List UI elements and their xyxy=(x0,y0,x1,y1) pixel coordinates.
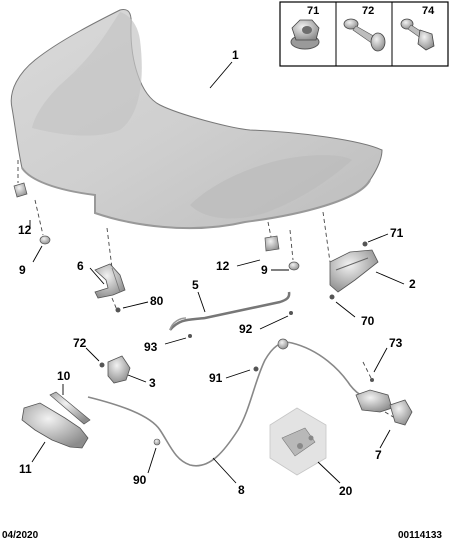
prop-rod xyxy=(169,291,293,338)
callout-91: 91 xyxy=(209,371,223,385)
callout-8: 8 xyxy=(238,483,245,497)
callout-72: 72 xyxy=(73,336,87,350)
bump-stop-left xyxy=(13,182,28,198)
flange-nut-icon xyxy=(290,19,320,50)
callout-2: 2 xyxy=(409,277,416,291)
header-74: 74 xyxy=(422,5,435,17)
hardware-box xyxy=(279,1,449,67)
callout-12-right: 12 xyxy=(216,259,230,273)
callout-3: 3 xyxy=(149,376,156,390)
lock-cover xyxy=(21,402,89,449)
header-71: 71 xyxy=(307,5,320,17)
callout-6: 6 xyxy=(77,259,84,273)
repair-kit xyxy=(269,407,327,476)
hood-panel xyxy=(10,9,383,230)
callout-1: 1 xyxy=(232,48,239,62)
hinge-left xyxy=(94,263,126,299)
leader-lines xyxy=(29,61,405,484)
header-72: 72 xyxy=(362,5,375,17)
callout-11: 11 xyxy=(19,462,32,476)
callout-12-left: 12 xyxy=(18,223,32,237)
callout-90: 90 xyxy=(133,473,147,487)
release-cable xyxy=(87,338,386,467)
buffer-right xyxy=(288,261,300,271)
hinge-right xyxy=(329,241,379,300)
callout-10: 10 xyxy=(57,369,71,383)
safety-catch xyxy=(355,378,413,426)
callout-9-left: 9 xyxy=(19,263,26,277)
footer-date: 04/2020 xyxy=(2,530,39,541)
screw-icon xyxy=(343,18,386,52)
callout-93: 93 xyxy=(144,340,158,354)
hood-lock xyxy=(99,355,131,384)
seal-strip xyxy=(49,391,91,425)
callout-92: 92 xyxy=(239,322,253,336)
assembly-lines xyxy=(17,160,396,419)
bolt-icon xyxy=(400,18,435,51)
callout-70: 70 xyxy=(361,314,375,328)
callout-73: 73 xyxy=(389,336,403,350)
buffer-left xyxy=(39,235,51,245)
footer-reference: 00114133 xyxy=(398,530,442,541)
callout-20: 20 xyxy=(339,484,353,498)
callout-7: 7 xyxy=(375,448,382,462)
callout-80: 80 xyxy=(150,294,164,308)
callout-9-right: 9 xyxy=(261,263,268,277)
bolt-80 xyxy=(115,307,121,313)
callout-5: 5 xyxy=(192,278,199,292)
callout-71: 71 xyxy=(390,226,404,240)
bump-stop-right xyxy=(264,235,280,252)
